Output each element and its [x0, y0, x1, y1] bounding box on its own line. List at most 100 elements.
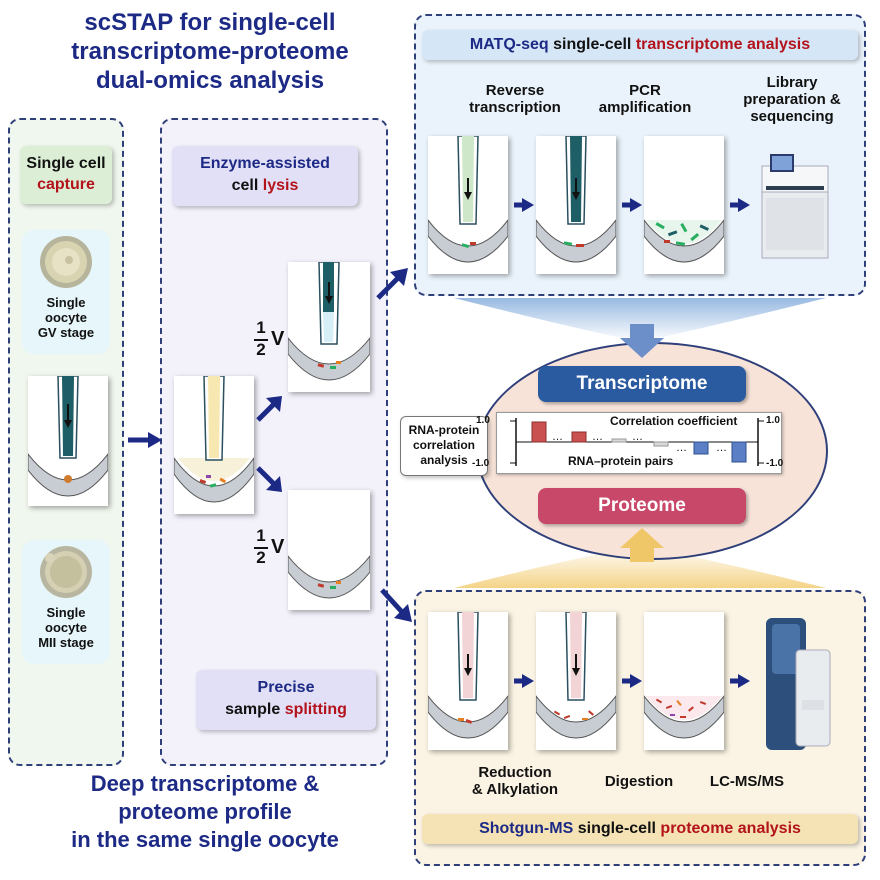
shotgun-step-3-line-1: LC-MS/MS: [709, 773, 785, 790]
plot-ellipsis-2: …: [592, 431, 603, 443]
rna-protein-line-3: analysis: [420, 453, 468, 467]
matq-tile-2: [536, 136, 616, 274]
shotgun-step-2-line-1: Digestion: [604, 773, 674, 790]
matq-tile-1: [428, 136, 508, 274]
sequencer-image: [756, 150, 834, 262]
matq-step-1-label: Reverse transcription: [450, 82, 580, 116]
rna-protein-line-2: correlation: [412, 438, 475, 452]
splitting-label-part-2: sample: [225, 701, 281, 718]
shotgun-step-2-label: Digestion: [574, 773, 704, 790]
oocyte-gv-line-3: GV stage: [37, 325, 95, 340]
capture-label-part-1: Single: [26, 155, 75, 172]
arrow-matq-3-icon: [730, 198, 750, 212]
plot-left-top-label: 1.0: [476, 415, 490, 426]
correlation-bar: [653, 441, 669, 447]
half-v-lower-fraction-bar: [254, 547, 268, 549]
correlation-bar: [531, 421, 547, 443]
splitting-label-part-3: splitting: [284, 701, 347, 718]
oocyte-mii-line-1: Single: [46, 605, 86, 620]
split-tile-lower: [288, 490, 370, 610]
matq-step-3-line-1: Library: [766, 74, 818, 91]
correlation-bar: [731, 441, 747, 463]
half-v-upper-denominator: 2: [256, 340, 266, 359]
arrow-to-matq-icon: [376, 268, 408, 300]
arrow-lysis-to-lower-icon: [256, 466, 282, 492]
capture-tile: [28, 376, 108, 506]
arrow-shotgun-3-icon: [730, 674, 750, 688]
correlation-plot-graphic: [510, 418, 764, 466]
capture-label-part-3: capture: [37, 176, 95, 193]
plot-ellipsis-1: …: [552, 431, 563, 443]
oocyte-gv-line-1: Single: [46, 295, 86, 310]
shotgun-header-part-2: single-cell: [577, 820, 656, 837]
half-v-lower: 1 2 V: [252, 526, 292, 576]
shotgun-header: Shotgun-MS single-cell proteome analysis: [422, 814, 858, 844]
main-title-line-3: dual-omics analysis: [95, 67, 325, 94]
plot-right-bottom-label: -1.0: [766, 458, 784, 469]
bottom-title-line-3: in the same single oocyte: [71, 827, 339, 852]
oocyte-mii-line-2: oocyte: [45, 620, 87, 635]
mass-spectrometer-image: [756, 610, 836, 756]
arrow-matq-1-icon: [514, 198, 534, 212]
oocyte-mii-line-3: MII stage: [38, 635, 94, 650]
plot-left-bottom-label: -1.0: [472, 458, 490, 469]
arrow-matq-2-icon: [622, 198, 642, 212]
half-v-upper-numerator: 1: [256, 318, 266, 337]
arrow-down-into-ellipse-icon: [620, 324, 664, 358]
matq-step-3-line-3: sequencing: [750, 108, 834, 125]
rna-protein-box: RNA-protein correlation analysis: [400, 416, 488, 476]
arrow-to-shotgun-icon: [380, 588, 412, 622]
main-title-line-1: scSTAP for single-cell: [84, 9, 336, 36]
half-v-lower-denominator: 2: [256, 548, 266, 567]
shotgun-tile-3: [644, 612, 724, 750]
half-v-upper-fraction-bar: [254, 339, 268, 341]
splitting-label-part-1: Precise: [257, 679, 315, 696]
plot-ellipsis-3: …: [632, 431, 643, 443]
lysis-label-part-2: cell: [231, 177, 259, 194]
matq-header-part-1: MATQ-seq: [469, 36, 549, 53]
correlation-bar: [693, 441, 709, 455]
splitting-label: Precise sample splitting: [196, 670, 376, 730]
oocyte-gv-line-2: oocyte: [45, 310, 87, 325]
rna-protein-line-1: RNA-protein: [408, 423, 480, 437]
shotgun-step-1-label: Reduction & Alkylation: [450, 764, 580, 798]
shotgun-step-1-line-2: & Alkylation: [471, 781, 559, 798]
capture-label: Single cell capture: [20, 146, 112, 204]
half-v-lower-numerator: 1: [256, 526, 266, 545]
matq-step-1-line-1: Reverse: [485, 82, 545, 99]
matq-header-part-3: transcriptome analysis: [635, 36, 811, 53]
lysis-label-part-3: lysis: [262, 177, 299, 194]
shotgun-step-3-label: LC-MS/MS: [682, 773, 812, 790]
arrow-lysis-to-upper-icon: [256, 396, 282, 422]
correlation-bar: [571, 431, 587, 443]
capture-label-part-2: cell: [78, 155, 106, 172]
half-v-upper-unit: V: [271, 328, 285, 350]
lysis-tile: [174, 376, 254, 514]
matq-header-part-2: single-cell: [553, 36, 632, 53]
bottom-title-line-2: proteome profile: [118, 799, 292, 824]
arrow-up-into-ellipse-icon: [620, 528, 664, 562]
arrow-shotgun-1-icon: [514, 674, 534, 688]
plot-ellipsis-4: …: [676, 442, 687, 454]
proteome-pill: Proteome: [538, 488, 746, 524]
pairs-label: RNA–protein pairs: [568, 454, 674, 468]
oocyte-mii-card: Single oocyte MII stage: [22, 540, 110, 664]
matq-step-2-label: PCR amplification: [580, 82, 710, 116]
half-v-lower-unit: V: [271, 536, 285, 558]
matq-header: MATQ-seq single-cell transcriptome analy…: [422, 30, 858, 60]
bottom-title-line-1: Deep transcriptome &: [90, 771, 320, 796]
shotgun-tile-1: [428, 612, 508, 750]
oocyte-gv-card: Single oocyte GV stage: [22, 230, 110, 354]
half-v-upper: 1 2 V: [252, 318, 292, 368]
bottom-title: Deep transcriptome & proteome profile in…: [10, 770, 400, 854]
plot-right-top-label: 1.0: [766, 415, 780, 426]
arrow-shotgun-2-icon: [622, 674, 642, 688]
shotgun-header-part-1: Shotgun-MS: [479, 820, 574, 837]
shotgun-header-part-3: proteome analysis: [660, 820, 801, 837]
shotgun-tile-2: [536, 612, 616, 750]
transcriptome-pill: Transcriptome: [538, 366, 746, 402]
matq-step-2-line-2: amplification: [598, 99, 692, 116]
matq-step-3-line-2: preparation &: [743, 91, 841, 108]
plot-ellipsis-5: …: [716, 442, 727, 454]
